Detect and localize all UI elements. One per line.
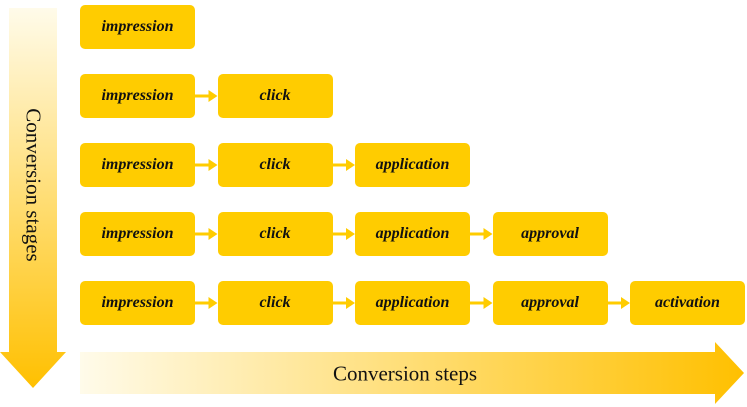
stage-box-application: application bbox=[355, 143, 470, 187]
stage-box-application: application bbox=[355, 212, 470, 256]
conversion-steps-label: Conversion steps bbox=[332, 361, 478, 386]
conversion-stages-axis-arrow bbox=[0, 8, 66, 388]
connector-arrowhead bbox=[208, 228, 218, 240]
stage-box-application: application bbox=[355, 281, 470, 325]
stage-box-click: click bbox=[217, 212, 333, 256]
stage-box-approval: approval bbox=[492, 212, 608, 256]
stage-box-click: click bbox=[217, 143, 333, 187]
connector-arrowhead bbox=[621, 297, 630, 309]
connector-arrowhead bbox=[346, 159, 355, 171]
connector-arrowhead bbox=[346, 297, 355, 309]
conversion-steps-axis-arrow bbox=[80, 342, 744, 404]
stage-box-approval: approval bbox=[492, 281, 608, 325]
stage-box-impression: impression bbox=[80, 5, 195, 49]
stage-box-activation: activation bbox=[630, 281, 745, 325]
connector-arrowhead bbox=[483, 228, 493, 240]
connector-arrowhead bbox=[208, 159, 218, 171]
stage-box-impression: impression bbox=[80, 281, 195, 325]
stage-box-impression: impression bbox=[80, 212, 195, 256]
stage-box-impression: impression bbox=[80, 143, 195, 187]
stage-box-click: click bbox=[217, 74, 333, 118]
connector-arrowhead bbox=[208, 297, 218, 309]
step-connectors bbox=[195, 90, 630, 309]
connector-arrowhead bbox=[208, 90, 218, 102]
stage-box-impression: impression bbox=[80, 74, 195, 118]
connector-arrowhead bbox=[346, 228, 355, 240]
stage-box-click: click bbox=[217, 281, 333, 325]
connector-arrowhead bbox=[483, 297, 493, 309]
